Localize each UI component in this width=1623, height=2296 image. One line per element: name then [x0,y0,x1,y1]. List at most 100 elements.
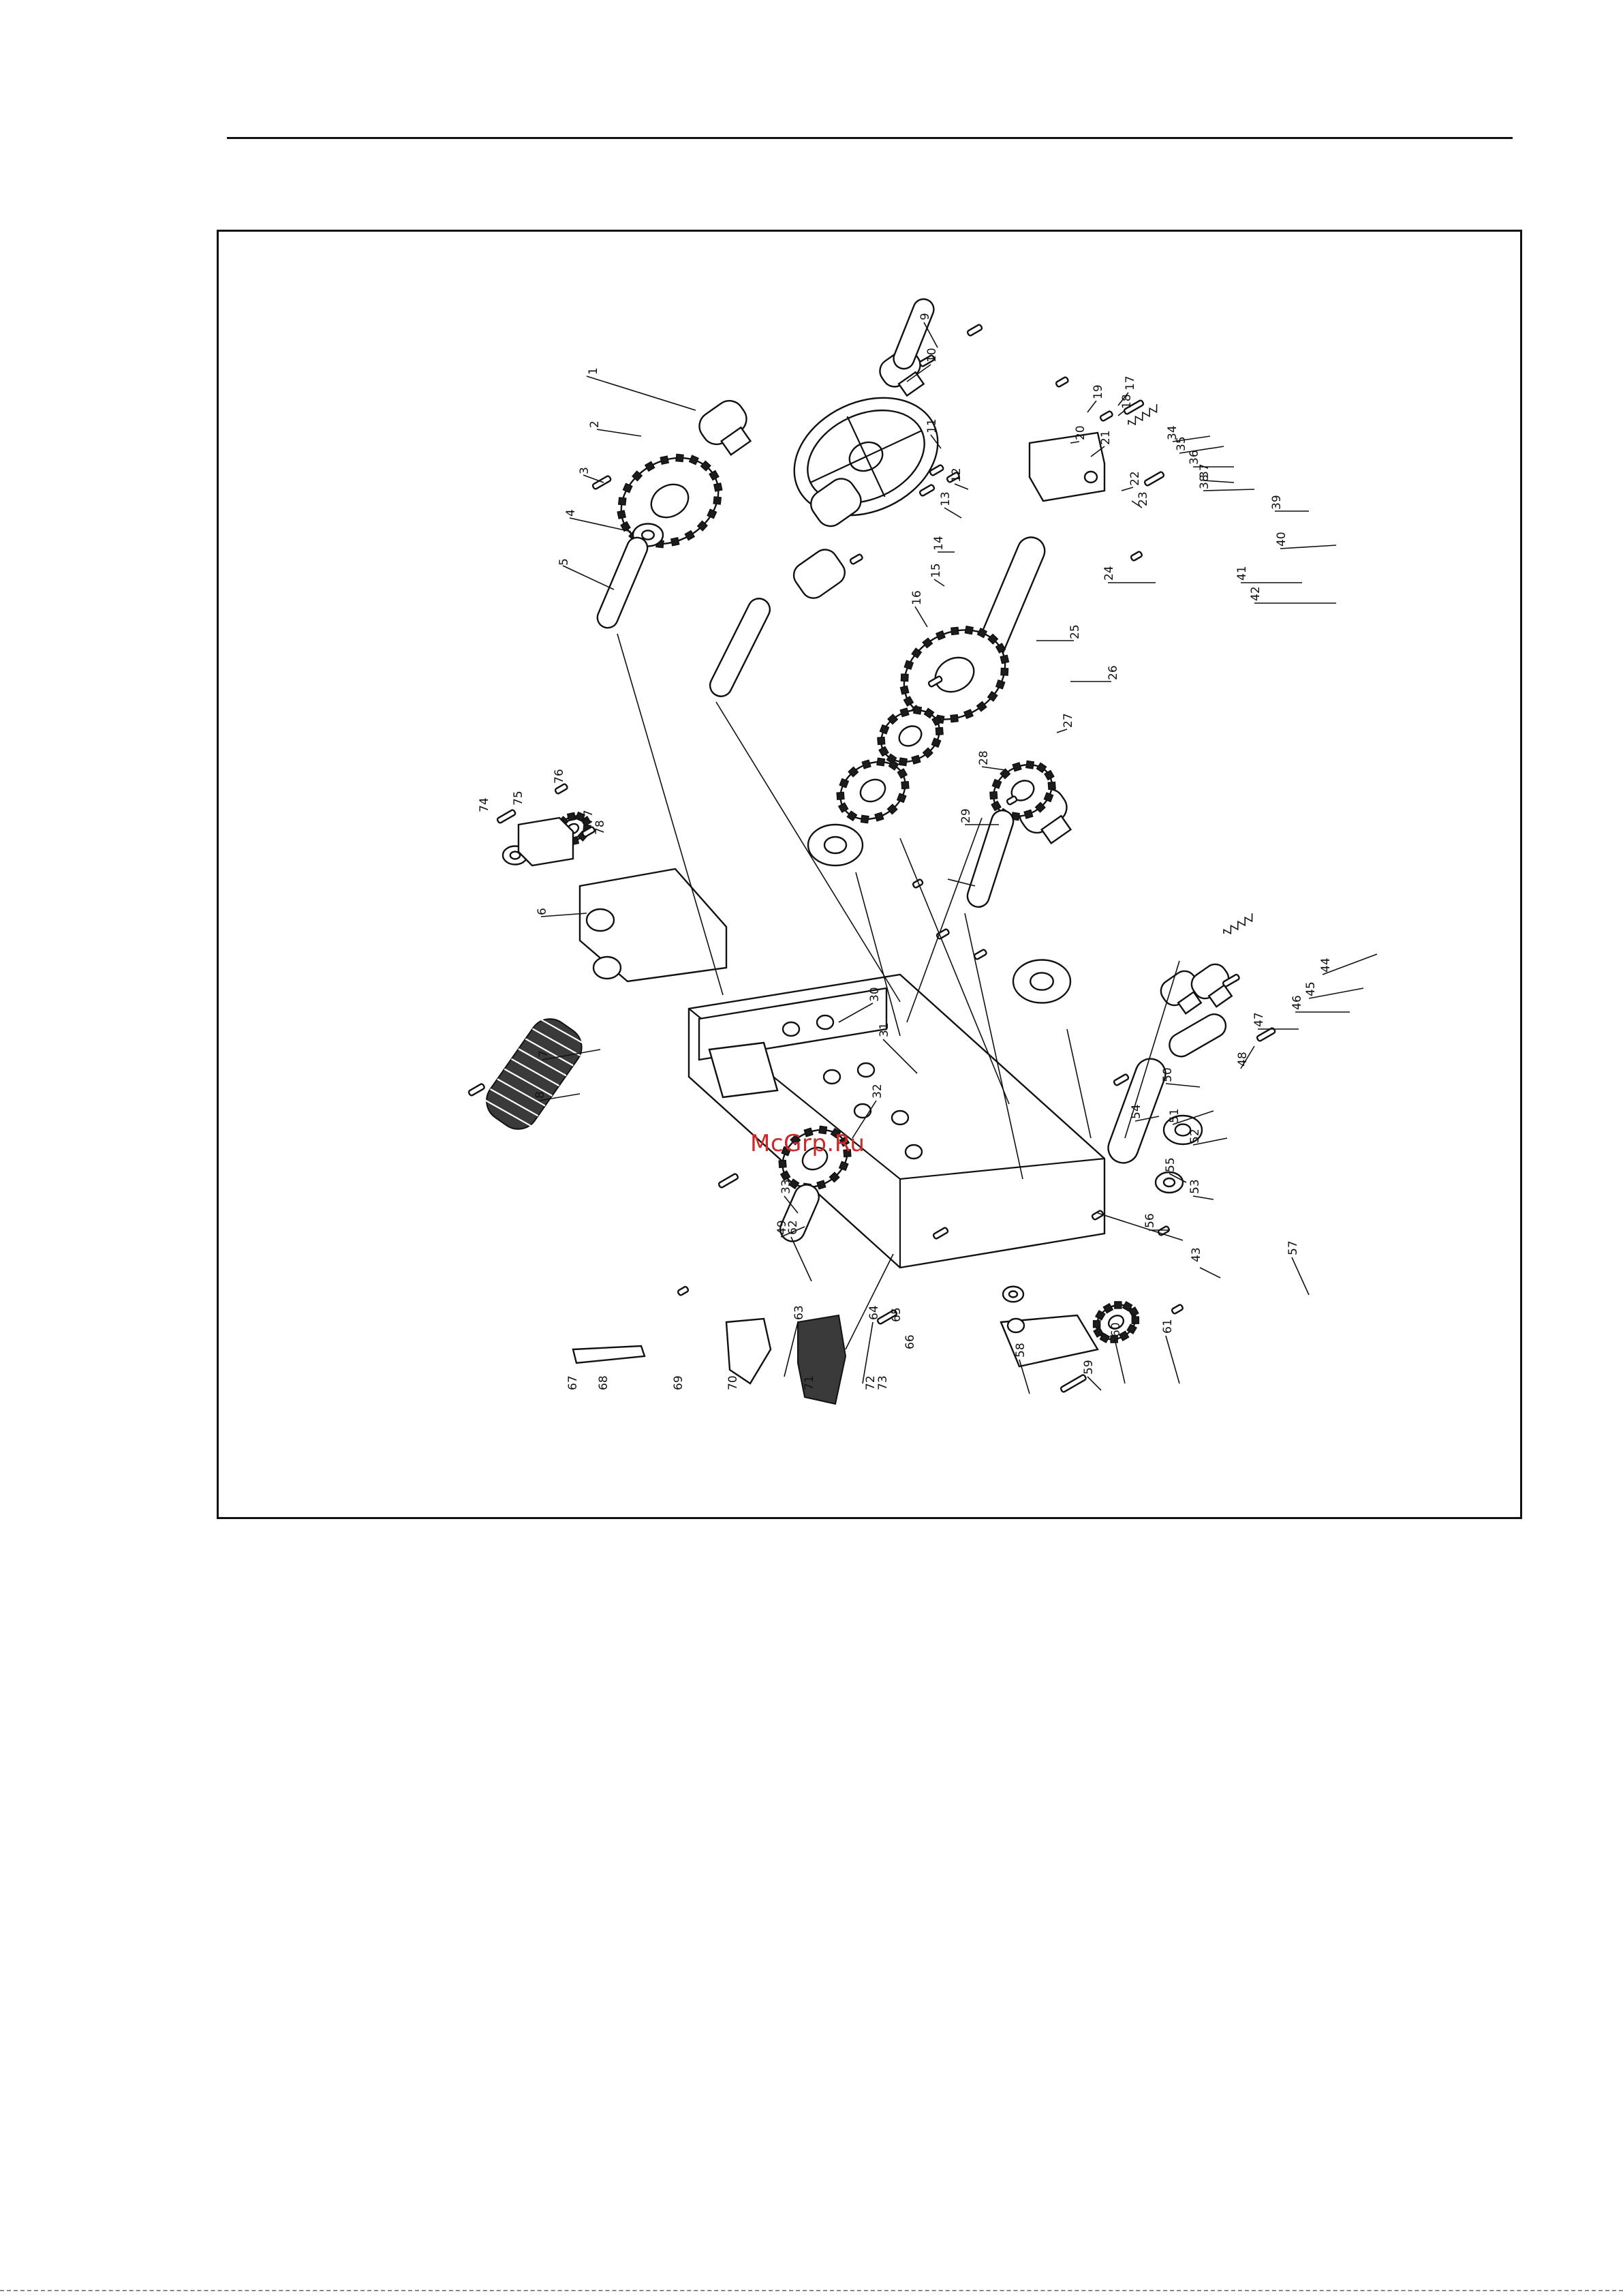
sleeve-14 [789,545,850,602]
callout-53: 53 [1188,1179,1202,1194]
callout-11: 11 [925,418,939,433]
callout-52: 52 [1188,1129,1202,1144]
callout-22: 22 [1128,471,1142,486]
callout-63: 63 [792,1305,806,1320]
bolt-76-lower [1060,1375,1087,1393]
leader-line [982,767,1006,770]
screw-69 [677,1286,689,1296]
gear-2 [601,436,739,566]
callout-57: 57 [1286,1240,1300,1255]
leader-line [1166,1084,1200,1087]
connection-line [1067,1029,1091,1138]
block-75-upper [519,818,573,866]
leader-line [597,429,641,436]
callout-28: 28 [977,750,991,765]
callout-78: 78 [593,820,607,835]
callout-46: 46 [1290,995,1304,1010]
knob-1 [694,395,760,461]
screw-78-lower [1171,1304,1184,1315]
connection-line [907,818,982,1022]
pin-13 [919,485,935,497]
leader-line [563,566,614,590]
callout-3: 3 [578,467,591,474]
callout-12: 12 [950,468,963,483]
callout-51: 51 [1168,1108,1181,1123]
callout-69: 69 [672,1375,685,1390]
callout-67: 67 [566,1375,580,1390]
pin-40 [1130,551,1143,562]
callout-15: 15 [929,563,943,578]
callout-73: 73 [876,1375,890,1390]
callout-62: 62 [786,1220,800,1235]
callout-71: 71 [803,1375,816,1390]
callout-5: 5 [557,558,571,566]
screw-33 [1100,411,1113,422]
callout-23: 23 [1137,491,1150,506]
callout-6: 6 [536,908,549,915]
leader-line [1087,401,1096,412]
exploded-parts-diagram: 1234567891011121314151617181920212223242… [219,232,1522,1519]
eye-bolt-8 [468,1084,485,1097]
callout-61: 61 [1161,1319,1175,1334]
callout-40: 40 [1275,532,1288,547]
screw-19 [1055,377,1069,388]
leader-line [1193,1196,1214,1199]
callout-47: 47 [1252,1012,1266,1027]
leader-line [1280,545,1336,549]
callout-59: 59 [1082,1360,1096,1375]
callout-76: 76 [553,769,566,784]
callout-66: 66 [903,1334,917,1349]
leader-line [1166,1336,1179,1383]
callout-18: 18 [1120,394,1134,409]
page-bottom-edge [0,2290,1623,2291]
callout-19: 19 [1092,384,1105,399]
leader-line [934,579,944,586]
callout-31: 31 [878,1022,891,1037]
cam-70 [726,1319,771,1383]
pin-3 [592,476,611,490]
leader-line [944,508,961,518]
header-rule [227,137,1513,139]
leader-line [1292,1257,1309,1295]
connection-line [1098,1213,1183,1240]
callout-38: 38 [1198,474,1211,489]
leader-line [791,1237,812,1281]
leader-line [955,484,968,489]
callout-36: 36 [1188,450,1201,465]
callout-4: 4 [564,509,578,517]
callout-20: 20 [1074,425,1087,440]
leader-line [863,1322,873,1383]
callout-39: 39 [1270,495,1284,510]
leader-line [784,1322,798,1377]
callout-32: 32 [871,1084,884,1099]
callout-24: 24 [1102,566,1116,581]
callout-41: 41 [1235,566,1249,581]
callout-44: 44 [1319,958,1333,973]
callout-9: 9 [918,313,932,320]
callout-17: 17 [1124,376,1137,391]
pinion-shaft-5 [594,534,651,631]
block-75-lower [1001,1315,1098,1366]
callout-72: 72 [864,1375,878,1390]
callout-14: 14 [932,536,946,551]
callout-25: 25 [1068,624,1082,639]
callout-13: 13 [939,491,953,506]
callout-65: 65 [890,1307,903,1322]
watermark-text: McGrp.Ru [750,1130,865,1157]
bracket-6 [580,869,726,981]
gearbox-housing-30 [689,975,1104,1268]
callout-1: 1 [587,367,600,375]
collar-29 [808,825,863,866]
callout-35: 35 [1175,436,1188,451]
plate-67 [573,1346,645,1363]
callout-42: 42 [1249,586,1263,601]
callout-48: 48 [1236,1052,1250,1067]
lever-57 [1165,1010,1230,1060]
screw-51 [974,949,987,960]
callout-7: 7 [537,1050,551,1058]
leader-line [583,475,604,483]
callout-70: 70 [726,1375,740,1390]
callout-30: 30 [868,987,882,1002]
callout-45: 45 [1304,981,1318,996]
parts-layer [468,296,1276,1404]
